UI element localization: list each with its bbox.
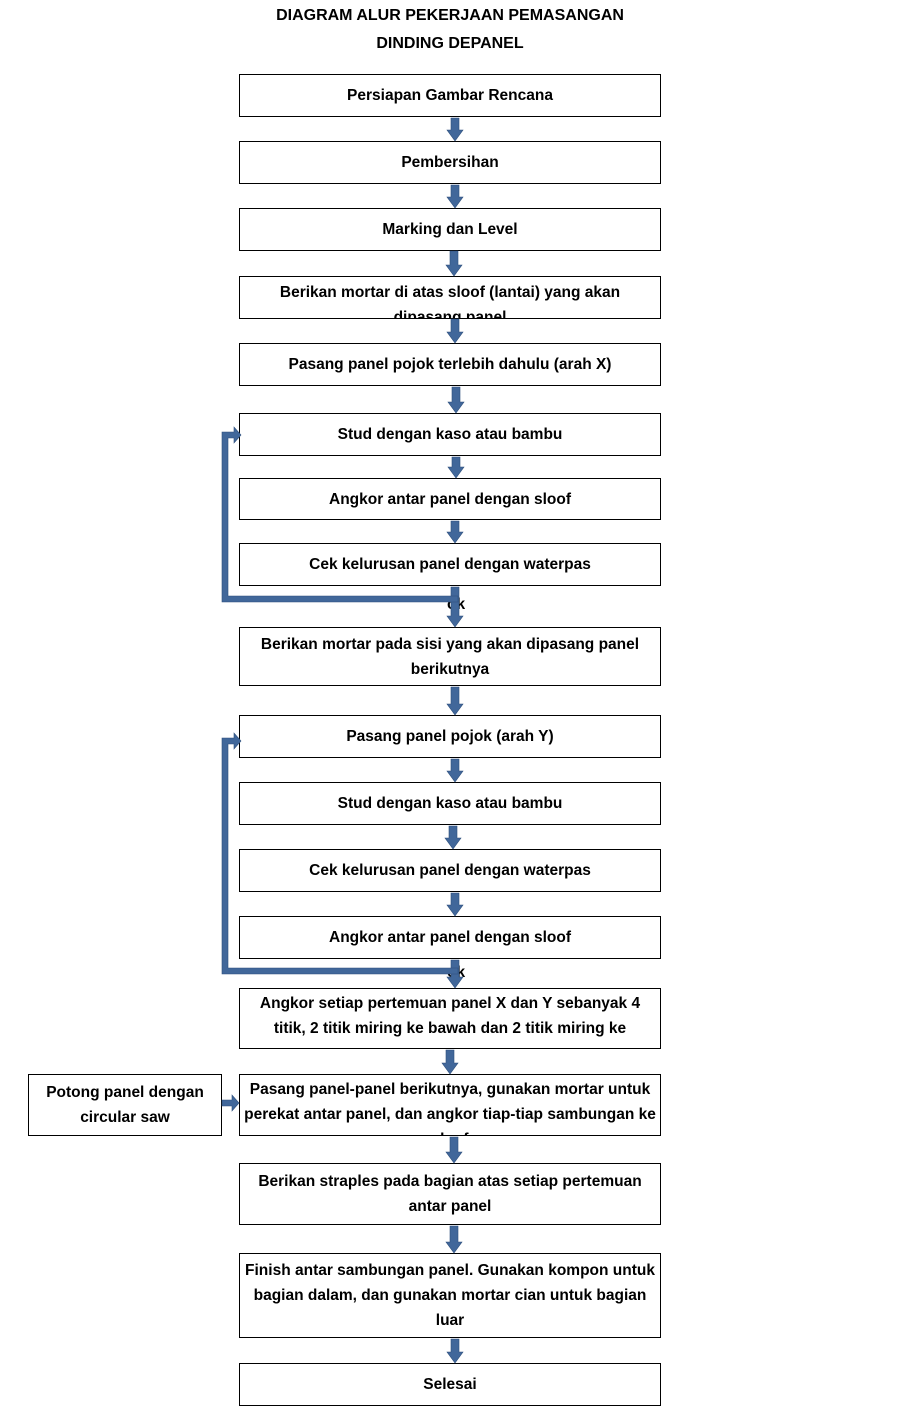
step-panel-pojok-x: Pasang panel pojok terlebih dahulu (arah…: [239, 343, 661, 386]
side-potong-panel: Potong panel dengan circular saw: [28, 1074, 222, 1136]
arrow-down-15: [445, 1136, 463, 1164]
arrow-down-6: [447, 456, 465, 479]
step-cek-kelurusan-y: Cek kelurusan panel dengan waterpas: [239, 849, 661, 892]
arrow-down-3: [445, 250, 463, 277]
diagram-title-line1: DIAGRAM ALUR PEKERJAAN PEMASANGAN: [276, 7, 624, 24]
arrow-down-11: [444, 825, 462, 850]
check-label-y: ok: [447, 964, 466, 981]
step-pembersihan: Pembersihan: [239, 141, 661, 184]
arrow-down-14: [441, 1049, 459, 1075]
arrow-down-5: [447, 386, 465, 414]
step-straples: Berikan straples pada bagian atas setiap…: [239, 1163, 661, 1225]
arrow-right-side: [221, 1094, 240, 1112]
step-angkor-pertemuan: Angkor setiap pertemuan panel X dan Y se…: [239, 988, 661, 1049]
arrow-down-10: [446, 758, 464, 783]
arrow-down-4: [446, 318, 464, 344]
step-stud-x: Stud dengan kaso atau bambu: [239, 413, 661, 456]
step-mortar-sisi: Berikan mortar pada sisi yang akan dipas…: [239, 627, 661, 686]
step-stud-y: Stud dengan kaso atau bambu: [239, 782, 661, 825]
step-angkor-sloof-x: Angkor antar panel dengan sloof: [239, 478, 661, 520]
step-pasang-panel-berikutnya: Pasang panel-panel berikutnya, gunakan m…: [239, 1074, 661, 1136]
arrow-down-9: [446, 686, 464, 716]
arrow-down-12: [446, 892, 464, 917]
arrow-down-1: [446, 117, 464, 142]
arrow-down-2: [446, 184, 464, 209]
step-angkor-sloof-y: Angkor antar panel dengan sloof: [239, 916, 661, 959]
diagram-title-line2: DINDING DEPANEL: [376, 35, 524, 52]
arrow-down-17: [446, 1338, 464, 1364]
step-selesai: Selesai: [239, 1363, 661, 1406]
step-finish-sambungan: Finish antar sambungan panel. Gunakan ko…: [239, 1253, 661, 1338]
step-marking-level: Marking dan Level: [239, 208, 661, 251]
step-panel-pojok-y: Pasang panel pojok (arah Y): [239, 715, 661, 758]
step-persiapan-gambar: Persiapan Gambar Rencana: [239, 74, 661, 117]
arrow-down-16: [445, 1225, 463, 1254]
step-mortar-sloof: Berikan mortar di atas sloof (lantai) ya…: [239, 276, 661, 319]
arrow-down-7: [446, 520, 464, 544]
check-label-x: ok: [447, 596, 466, 613]
step-cek-kelurusan-x: Cek kelurusan panel dengan waterpas: [239, 543, 661, 586]
